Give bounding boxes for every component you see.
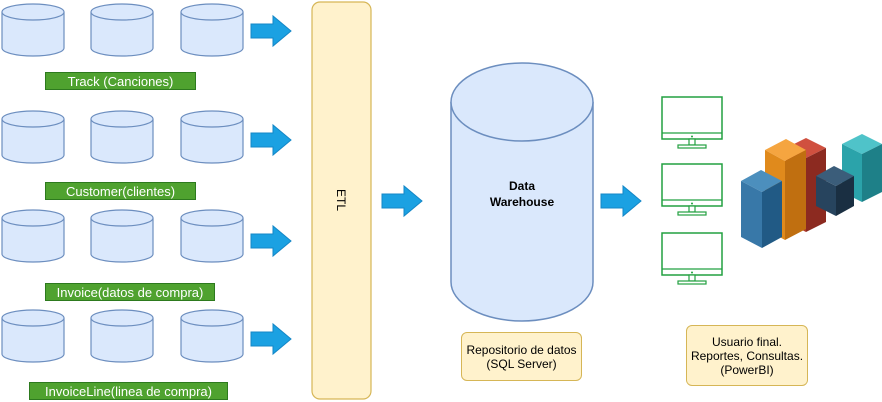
database-icon xyxy=(90,209,154,263)
monitor-icon xyxy=(661,232,723,285)
bar-chart-3d-icon xyxy=(741,134,882,248)
database-icon xyxy=(1,3,65,57)
user-note: Usuario final. Reportes, Consultas. (Pow… xyxy=(686,325,808,386)
database-icon xyxy=(1,209,65,263)
database-icon xyxy=(1,309,65,363)
repo-note-line2: (SQL Server) xyxy=(486,356,557,371)
arrow-right-icon xyxy=(600,185,642,217)
database-icon xyxy=(180,209,244,263)
user-note-line2: Reportes, Consultas. xyxy=(690,348,804,363)
etl-label: ETL xyxy=(334,188,348,212)
repo-note: Repositorio de datos (SQL Server) xyxy=(461,332,582,381)
database-icon xyxy=(1,110,65,164)
monitor-icon xyxy=(661,96,723,149)
data-warehouse-label: Data Warehouse xyxy=(451,178,593,210)
arrow-right-icon xyxy=(250,225,292,257)
source-row-invoice xyxy=(1,209,292,263)
source-row-customer xyxy=(1,110,292,164)
arrow-right-icon xyxy=(250,15,292,47)
database-icon xyxy=(180,110,244,164)
source-label-track: Track (Canciones) xyxy=(45,72,196,90)
source-row-track xyxy=(1,3,292,57)
database-icon xyxy=(180,3,244,57)
data-warehouse-line1: Data xyxy=(508,179,535,193)
database-icon xyxy=(90,309,154,363)
user-note-line1: Usuario final. xyxy=(711,334,783,349)
repo-note-line1: Repositorio de datos xyxy=(466,342,577,357)
source-row-invoiceline xyxy=(1,309,292,363)
database-icon xyxy=(90,110,154,164)
arrow-right-icon xyxy=(381,185,423,217)
monitor-icon xyxy=(661,163,723,216)
source-label-invoice: Invoice(datos de compra) xyxy=(45,283,215,301)
user-note-line3: (PowerBI) xyxy=(720,362,774,377)
database-icon xyxy=(90,3,154,57)
source-label-customer: Customer(clientes) xyxy=(45,182,196,200)
database-icon xyxy=(180,309,244,363)
data-warehouse-cylinder xyxy=(450,62,594,322)
arrow-right-icon xyxy=(250,323,292,355)
arrow-right-icon xyxy=(250,124,292,156)
etl-box xyxy=(311,1,372,400)
source-label-invoiceline: InvoiceLine(linea de compra) xyxy=(29,382,228,400)
data-warehouse-line2: Warehouse xyxy=(489,195,555,209)
